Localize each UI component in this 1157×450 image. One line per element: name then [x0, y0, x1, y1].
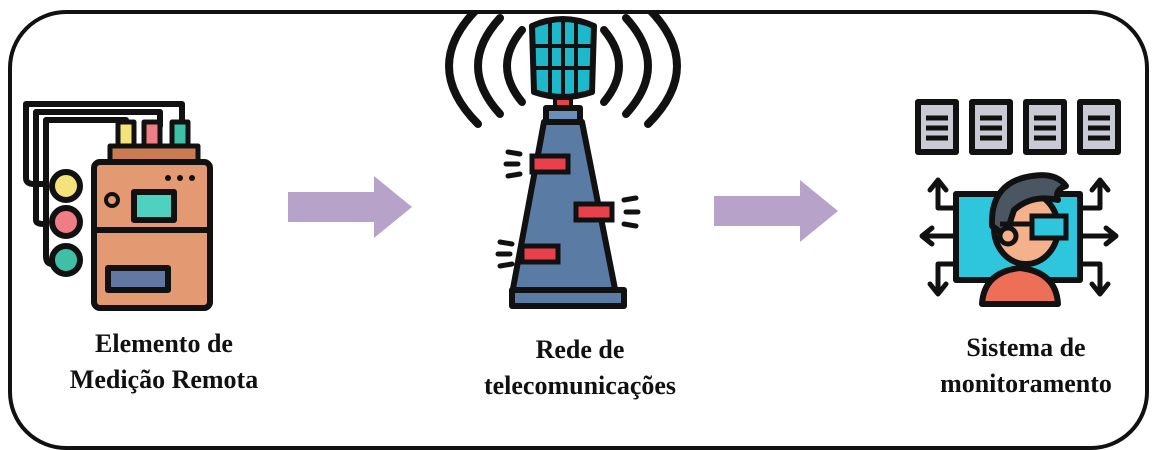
node-label-device: Elemento de Medição Remota	[44, 326, 284, 398]
node-label-line: Elemento de	[95, 329, 233, 358]
node-label-line: Sistema de	[966, 333, 1086, 362]
node-label-line: telecomunicações	[483, 371, 677, 400]
node-label-line: monitoramento	[940, 369, 1112, 398]
node-label-network: Rede de telecomunicações	[440, 332, 720, 404]
ecg-monitor-icon	[23, 101, 213, 311]
node-label-line: Medição Remota	[69, 365, 259, 394]
arrow-device-to-network	[288, 176, 412, 238]
arrow-network-to-monitor	[714, 180, 838, 242]
radio-tower-icon	[445, 10, 681, 309]
node-label-line: Rede de	[535, 335, 625, 364]
node-label-monitor: Sistema de monitoramento	[906, 330, 1146, 402]
operator-dashboard-icon	[915, 99, 1121, 307]
